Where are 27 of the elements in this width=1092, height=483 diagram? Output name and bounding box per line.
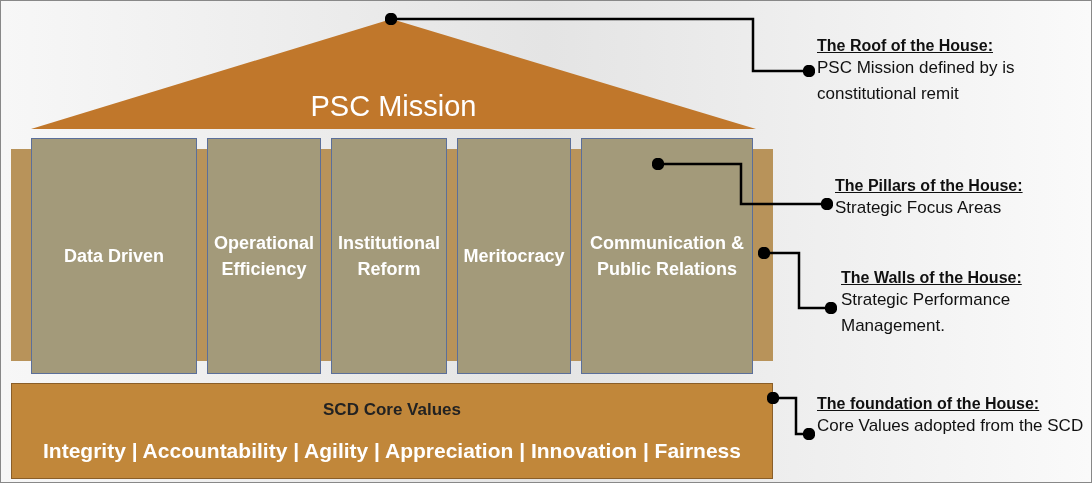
values-list: Integrity | Accountability | Agility | Appreciation | Innovation | Fairness [43,438,741,463]
leader-line [651,157,834,211]
foundation-title: SCD Core Values [323,399,461,420]
pillar [331,138,447,374]
pillar-label: Institutional Reform [337,231,441,281]
pillar [31,138,197,374]
pillar [457,138,571,374]
pillar-label: Communication & Public Relations [589,231,745,281]
pillar-label: Operational Efficiency [213,231,315,281]
foundation-band [11,383,773,479]
callout-heading: The foundation of the House: [817,395,1041,413]
pillar [581,138,753,374]
leader-line [757,246,838,315]
leader-line [384,12,816,78]
callout-heading: The Walls of the House: [841,269,1023,287]
leader-line [766,391,816,441]
callout-heading: The Pillars of the House: [835,177,1024,195]
wall-band [11,138,773,374]
pillar-label: Data Driven [63,244,164,268]
callout-text: Core Values adopted from the SCD [817,415,1085,437]
roof-title: PSC Mission [309,90,478,123]
callout-text: Strategic Focus Areas [835,197,1003,219]
callout-text: Strategic Performance Management. [841,289,1012,337]
pillar-label: Meritocracy [463,244,565,268]
pillar [207,138,321,374]
callout-heading: The Roof of the House: [817,37,994,55]
callout-text: PSC Mission defined by is constitutional remit [817,57,1016,105]
